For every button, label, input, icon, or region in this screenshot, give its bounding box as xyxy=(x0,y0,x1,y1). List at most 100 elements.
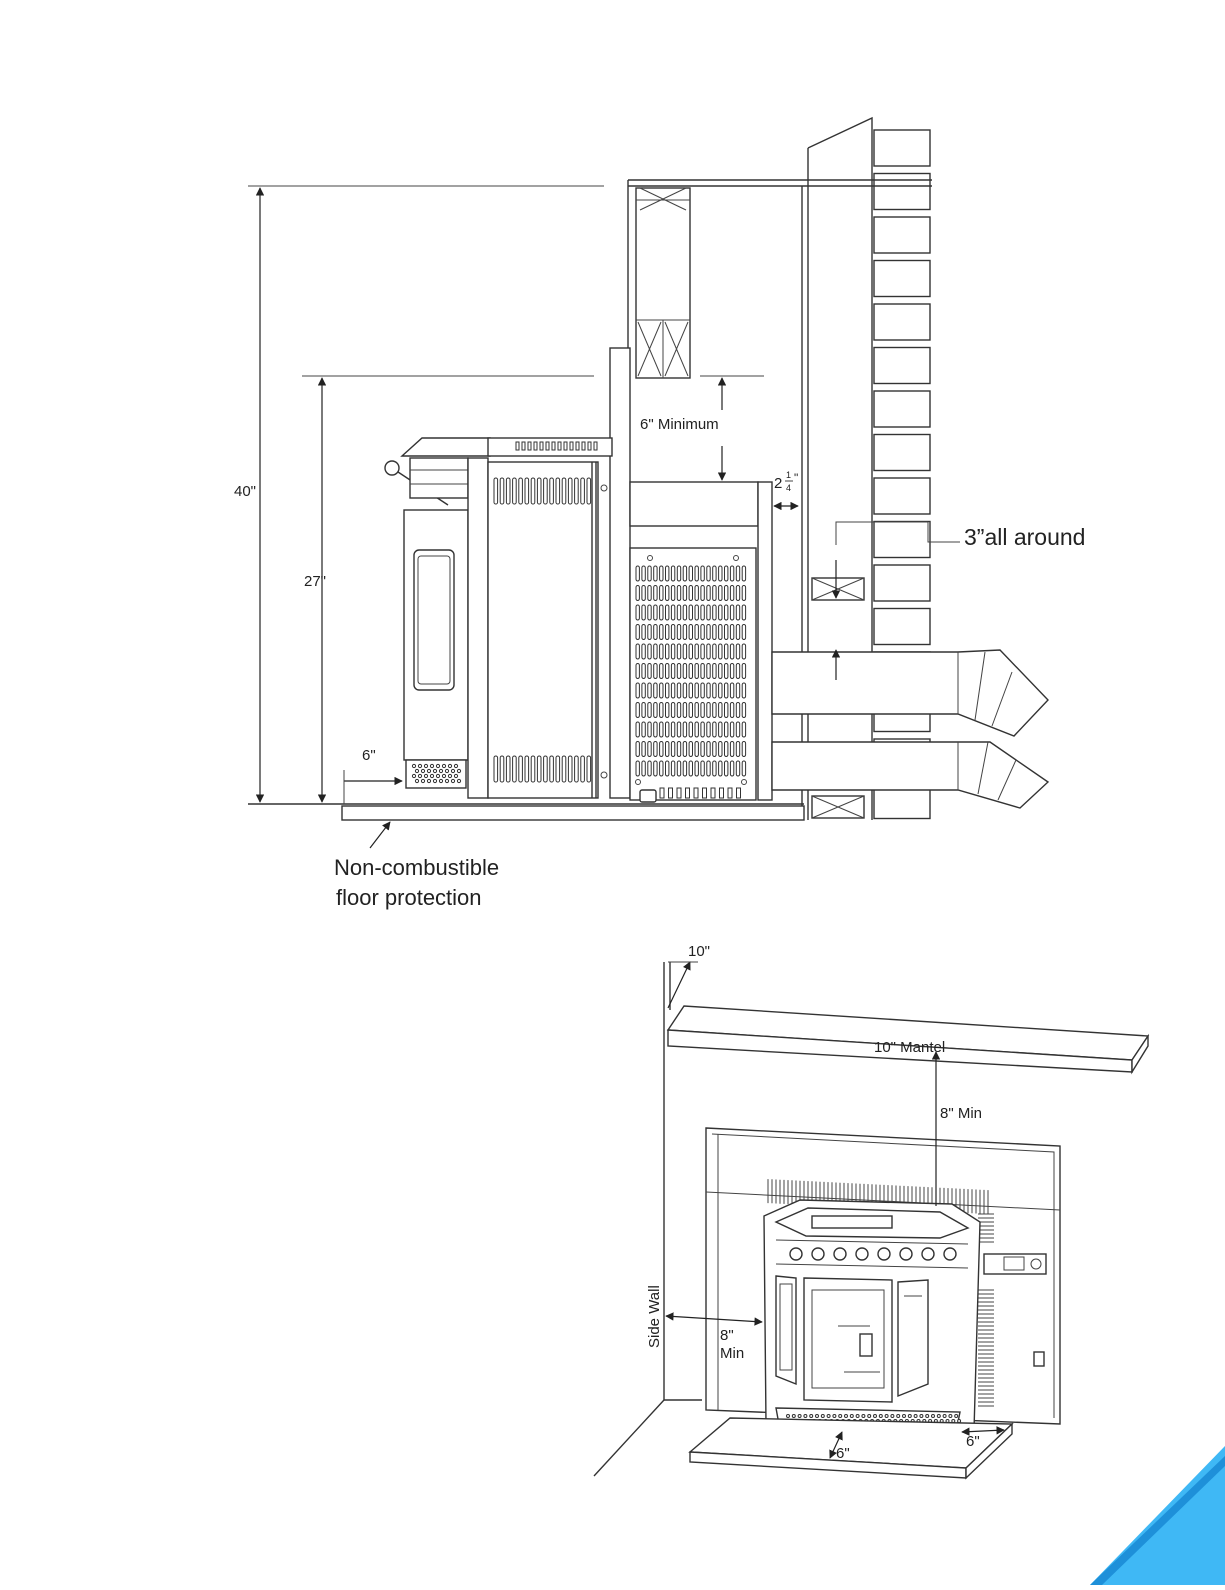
grille-hole xyxy=(412,764,415,767)
body-vent-slot xyxy=(519,478,523,504)
rear-vent-slot xyxy=(642,586,645,601)
rear-vent-slot xyxy=(654,703,657,718)
grille-hole xyxy=(427,769,430,772)
rear-vent-slot xyxy=(654,761,657,776)
rear-vent-slot xyxy=(713,703,716,718)
bottom-vent-slot xyxy=(711,788,715,798)
rear-vent-slot xyxy=(677,605,680,620)
front-grille-hole xyxy=(862,1415,865,1418)
rear-vent-slot xyxy=(707,742,710,757)
top-vent-slot xyxy=(522,442,525,450)
bottom-vent-slot xyxy=(677,788,681,798)
grille-hole xyxy=(454,764,457,767)
rear-vent-slot xyxy=(666,566,669,581)
bottom-vent-slot xyxy=(686,788,690,798)
body-vent-slot xyxy=(562,756,566,782)
rear-vent-slot xyxy=(736,605,739,620)
rear-vent-slot xyxy=(707,644,710,659)
rear-vent-slot xyxy=(719,664,722,679)
rear-vent-slot xyxy=(701,761,704,776)
front-grille-hole xyxy=(937,1415,940,1418)
label-front-clearance: 6" xyxy=(362,747,376,764)
rear-vent-slot xyxy=(671,586,674,601)
rear-vent-slot xyxy=(660,566,663,581)
bottom-vent-slot xyxy=(703,788,707,798)
top-vent-slot xyxy=(540,442,543,450)
brick xyxy=(874,435,930,471)
rear-vent-slot xyxy=(689,683,692,698)
rear-vent-slot xyxy=(689,722,692,737)
brick xyxy=(874,609,930,645)
rear-vent-slot xyxy=(683,605,686,620)
rear-vent-slot xyxy=(730,722,733,737)
rear-vent-slot xyxy=(719,566,722,581)
body-vent-slot xyxy=(550,478,554,504)
rear-vent-slot xyxy=(642,566,645,581)
rear-vent-slot xyxy=(648,742,651,757)
front-grille-hole xyxy=(926,1415,929,1418)
body-vent-slot xyxy=(531,756,535,782)
rear-vent-slot xyxy=(689,566,692,581)
rear-vent-slot xyxy=(713,664,716,679)
rear-vent-slot xyxy=(695,703,698,718)
label-side-wall: Side Wall xyxy=(646,1285,663,1348)
rear-vent-slot xyxy=(730,566,733,581)
top-vent-slot xyxy=(546,442,549,450)
label-side-gap-den: 4 xyxy=(786,483,791,493)
body-vent-slot xyxy=(581,478,585,504)
front-grille-hole xyxy=(850,1415,853,1418)
rear-vent-slot xyxy=(689,742,692,757)
grille-hole xyxy=(430,764,433,767)
front-grille-hole xyxy=(792,1415,795,1418)
stove-side-view xyxy=(385,438,772,802)
rear-vent-slot xyxy=(642,625,645,640)
grille-hole xyxy=(430,774,433,777)
grille-hole xyxy=(439,769,442,772)
label-hearth-front: 6" xyxy=(836,1445,850,1462)
rear-vent-slot xyxy=(648,625,651,640)
rear-vent-slot xyxy=(701,586,704,601)
rear-vent-slot xyxy=(713,586,716,601)
rear-vent-slot xyxy=(742,625,745,640)
rear-vent-slot xyxy=(671,605,674,620)
brick xyxy=(874,522,930,558)
rear-vent-slot xyxy=(713,722,716,737)
rear-vent-slot xyxy=(677,586,680,601)
control-knob xyxy=(790,1248,802,1260)
rear-vent-slot xyxy=(636,742,639,757)
rear-vent-slot xyxy=(730,586,733,601)
rear-vent-slot xyxy=(713,625,716,640)
rear-vent-slot xyxy=(736,683,739,698)
rear-vent-slot xyxy=(666,664,669,679)
rear-vent-slot xyxy=(660,586,663,601)
control-knob xyxy=(900,1248,912,1260)
rear-vent-slot xyxy=(701,742,704,757)
rear-vent-slot xyxy=(707,664,710,679)
rear-vent-slot xyxy=(707,683,710,698)
front-grille-hole xyxy=(827,1415,830,1418)
rear-vent-slot xyxy=(701,605,704,620)
label-floor-line1: Non-combustible xyxy=(334,855,499,880)
body-vent-slot xyxy=(506,478,510,504)
control-knob xyxy=(834,1248,846,1260)
rear-vent-slot xyxy=(683,664,686,679)
rear-vent-slot xyxy=(648,722,651,737)
rear-vent-slot xyxy=(742,742,745,757)
rear-vent-slot xyxy=(654,566,657,581)
label-side-wall-clear-2: Min xyxy=(720,1345,744,1362)
rear-vent-slot xyxy=(671,664,674,679)
rear-vent-slot xyxy=(642,761,645,776)
rear-vent-slot xyxy=(642,644,645,659)
front-grille-hole xyxy=(955,1415,958,1418)
rear-vent-slot xyxy=(666,625,669,640)
top-vent-slot xyxy=(570,442,573,450)
rear-vent-slot xyxy=(719,761,722,776)
rear-vent-slot xyxy=(642,605,645,620)
rear-vent-slot xyxy=(719,722,722,737)
rear-vent-slot xyxy=(742,586,745,601)
rear-vent-slot xyxy=(671,761,674,776)
front-grille-hole xyxy=(914,1415,917,1418)
front-grille-hole xyxy=(856,1415,859,1418)
rear-vent-slot xyxy=(677,644,680,659)
